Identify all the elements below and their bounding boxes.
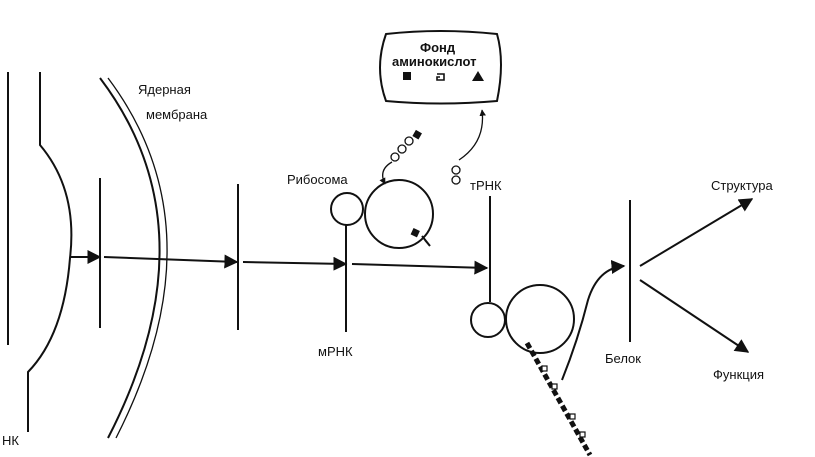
amino-pool-label-2: аминокислот: [392, 54, 476, 69]
aminoacyl-chain-icon: [390, 129, 422, 162]
trna-molecule-icon: [451, 165, 461, 185]
flow-arrow-4: [351, 260, 489, 275]
mrna-label: мРНК: [318, 344, 353, 359]
amino-notch-icon: [436, 73, 445, 81]
structure-label: Структура: [711, 178, 773, 193]
protein-label: Белок: [605, 351, 641, 366]
ribosome2-large-subunit: [505, 284, 575, 354]
polypeptide-beads: [541, 365, 586, 438]
ribosome2-small-subunit: [470, 302, 506, 338]
amino-acid-pool-box: [379, 30, 502, 105]
amino-pool-label-1: Фонд: [420, 40, 456, 55]
ribosome-peptide-mark: [410, 228, 420, 238]
polypeptide-chain: [524, 341, 593, 457]
dna-label: НК: [2, 433, 19, 448]
structure-arrow: [639, 198, 754, 267]
flow-arrow-2: [103, 254, 239, 269]
nuclear-membrane-outer: [99, 77, 161, 439]
to-protein-arrow: [561, 259, 626, 381]
ribosome-label: Рибосома: [287, 172, 348, 187]
flow-arrow-3: [242, 256, 348, 271]
nuclear-membrane-inner: [107, 77, 168, 439]
ribosome-small-subunit: [330, 192, 364, 226]
ribosome-large-subunit: [364, 179, 434, 249]
nuclear-membrane-label-2: мембрана: [146, 107, 208, 122]
function-arrow: [639, 279, 750, 353]
aminoacyl-arrow: [379, 161, 393, 185]
trna-label: тРНК: [470, 178, 502, 193]
function-label: Функция: [713, 367, 764, 382]
ribosome-exit-tick: [421, 235, 431, 247]
amino-triangle-icon: [472, 71, 484, 81]
nucleus-inner-curve: [27, 72, 73, 432]
trna-to-pool-arrow: [458, 109, 486, 161]
amino-square-icon: [403, 72, 411, 80]
nuclear-membrane-label-1: Ядерная: [138, 82, 191, 97]
